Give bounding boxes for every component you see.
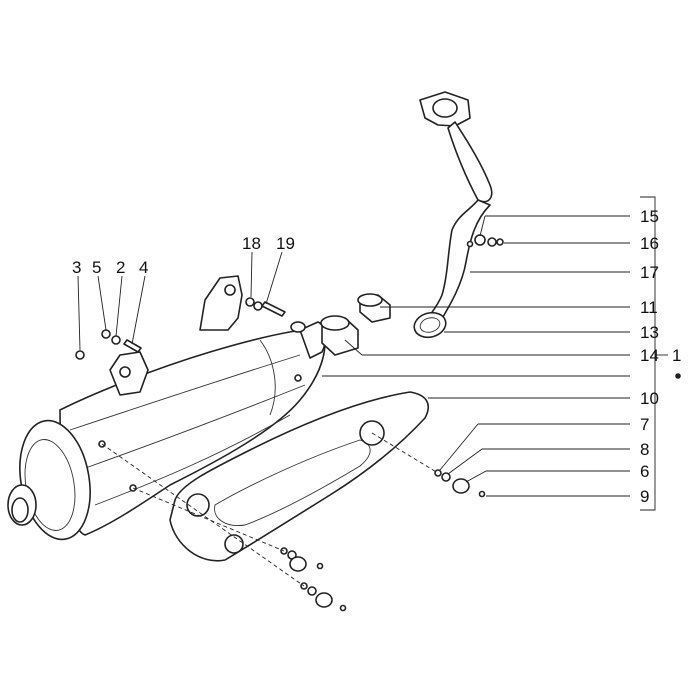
callout-3: 3 bbox=[72, 258, 81, 277]
muffler bbox=[7, 275, 327, 541]
leader-lines bbox=[77, 196, 668, 587]
callout-2: 2 bbox=[116, 258, 125, 277]
callout-8: 8 bbox=[640, 440, 649, 459]
callout-16: 16 bbox=[640, 234, 659, 253]
callout-7: 7 bbox=[640, 415, 649, 434]
callout-14: 14 bbox=[640, 346, 659, 365]
gasket-11 bbox=[357, 293, 391, 323]
callout-4: 4 bbox=[139, 258, 148, 277]
exhaust-pipe bbox=[413, 91, 493, 339]
callout-6: 6 bbox=[640, 462, 649, 481]
callout-10: 10 bbox=[640, 389, 659, 408]
sleeve-14 bbox=[320, 315, 359, 356]
callout-5: 5 bbox=[92, 258, 101, 277]
callout-13: 13 bbox=[640, 323, 659, 342]
callout-15: 15 bbox=[640, 207, 659, 226]
callout-17: 17 bbox=[640, 263, 659, 282]
callout-9: 9 bbox=[640, 487, 649, 506]
callout-19: 19 bbox=[276, 234, 295, 253]
callout-1: 1 bbox=[672, 346, 681, 365]
callout-11: 11 bbox=[640, 298, 658, 317]
hardware bbox=[75, 234, 504, 612]
callout-labels: 3 5 2 4 18 19 15 16 17 11 13 14 1 10 7 8… bbox=[72, 207, 681, 506]
callout-18: 18 bbox=[242, 234, 261, 253]
